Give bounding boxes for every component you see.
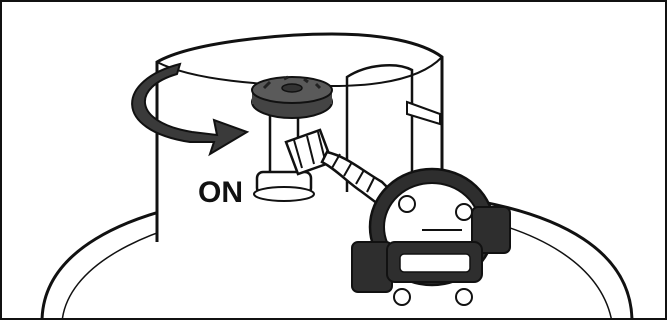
valve-base-ring xyxy=(254,187,314,201)
on-label: ON xyxy=(198,176,243,209)
handwheel-knob[interactable] xyxy=(252,77,332,118)
